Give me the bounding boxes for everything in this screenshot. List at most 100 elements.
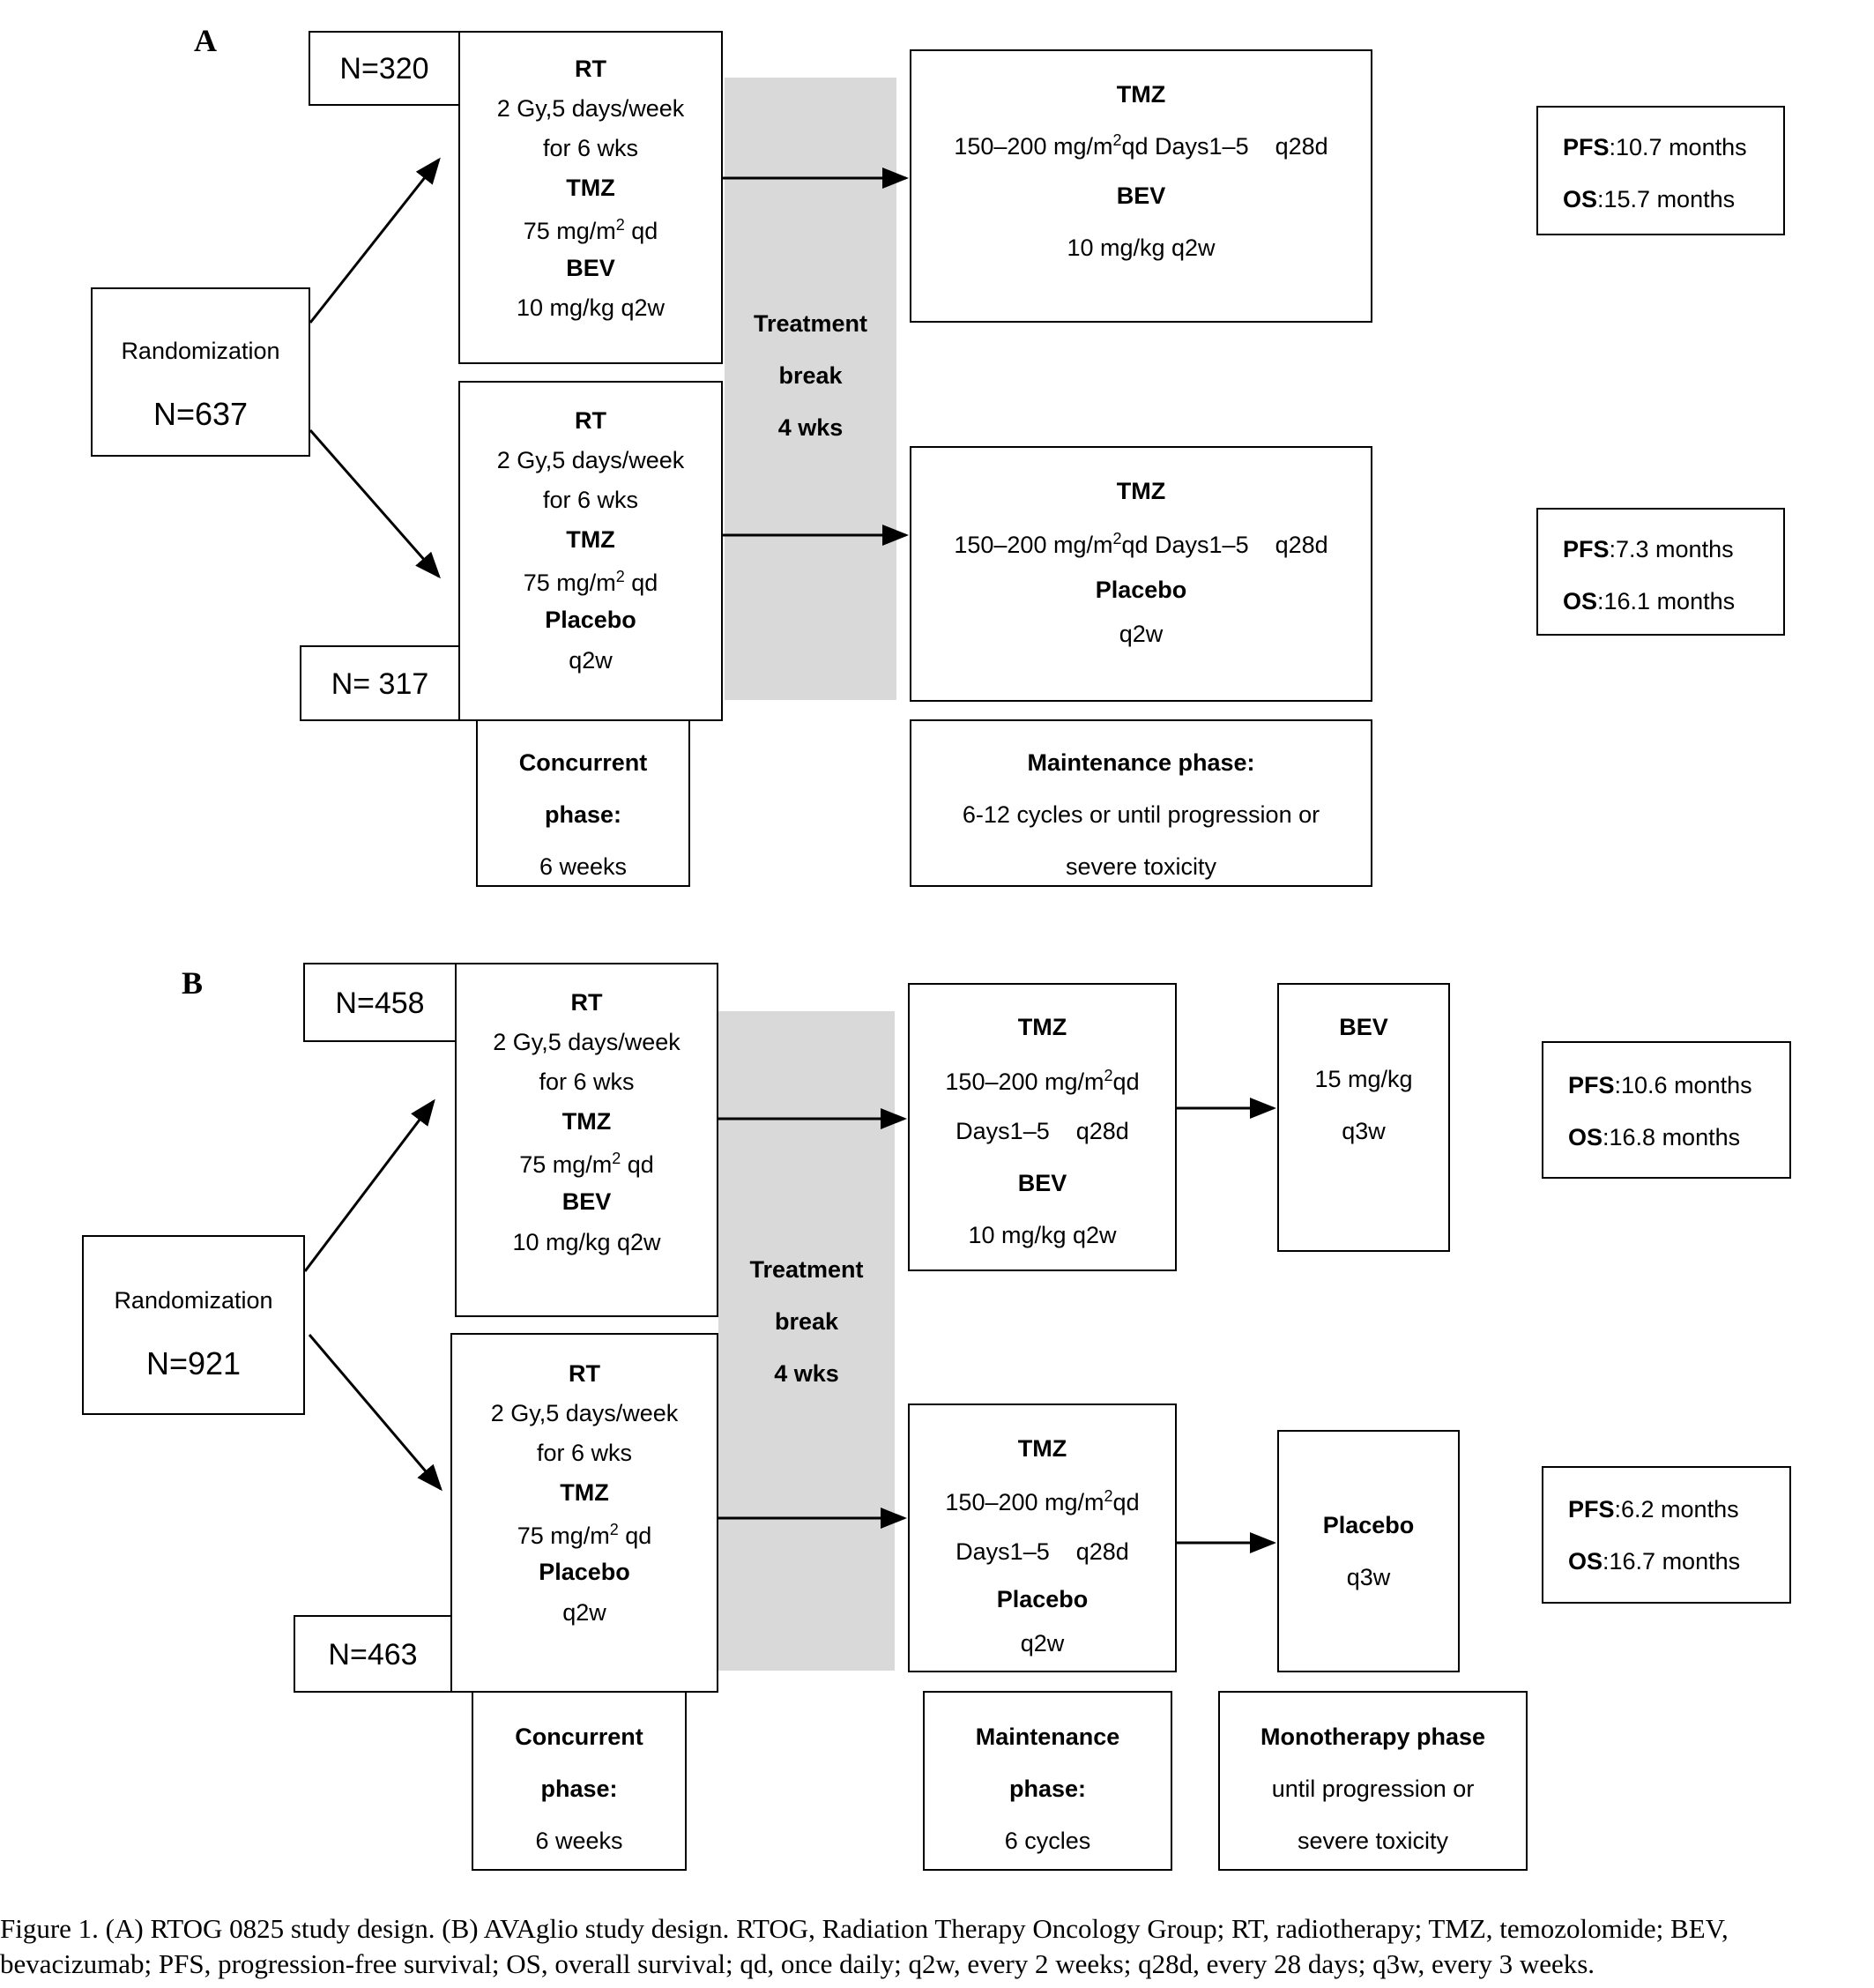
arm2-n: N= 317	[331, 667, 429, 701]
phase-detail: 6 weeks	[535, 1828, 623, 1854]
drug-dose: 10 mg/kg q2w	[516, 294, 666, 321]
tmz-dose: 150–200 mg/m2qd	[945, 1067, 1140, 1095]
rt-dose: 2 Gy,5 days/week	[493, 1029, 680, 1055]
drug-label: Placebo	[1095, 577, 1187, 603]
rt-label: RT	[575, 407, 606, 434]
phase-title: Monotherapy phase	[1260, 1724, 1486, 1750]
os-result: OS:16.8 months	[1568, 1124, 1741, 1150]
rt-label: RT	[570, 989, 603, 1016]
pfs-result: PFS:7.3 months	[1563, 536, 1734, 562]
os-result: OS:16.7 months	[1568, 1548, 1741, 1575]
pfs-result: PFS:10.7 months	[1563, 134, 1747, 160]
os-result: OS:15.7 months	[1563, 186, 1736, 212]
randomization-n: N=921	[145, 1345, 242, 1381]
arm1-n: N=320	[339, 52, 429, 86]
concurrent-placebo-box-b: RT 2 Gy,5 days/week for 6 wks TMZ 75 mg/…	[450, 1333, 718, 1693]
phase-mono-box-b: Monotherapy phase until progression or s…	[1218, 1691, 1528, 1871]
tmz-label: TMZ	[561, 1108, 612, 1135]
arrow-randomization-to-bev-arm-a	[309, 157, 441, 324]
arm1-n-box-b: N=458	[303, 963, 457, 1042]
rt-duration: for 6 wks	[542, 487, 639, 513]
drug-dose: q2w	[1020, 1630, 1065, 1657]
outcome-placebo-box-b: PFS:6.2 months OS:16.7 months	[1542, 1466, 1791, 1604]
phase-detail2: severe toxicity	[1297, 1828, 1449, 1854]
tmz-label: TMZ	[566, 526, 615, 553]
tmz-label: TMZ	[1116, 81, 1166, 108]
tmz-label: TMZ	[1017, 1435, 1067, 1462]
phase-detail: 6 weeks	[539, 853, 628, 880]
phase-title2: phase:	[1008, 1776, 1087, 1802]
rt-dose: 2 Gy,5 days/week	[496, 95, 685, 122]
phase-title: Concurrent	[515, 1724, 643, 1750]
phase-title: Concurrent	[518, 749, 648, 776]
rt-duration: for 6 wks	[539, 1068, 635, 1095]
outcome-bev-box-b: PFS:10.6 months OS:16.8 months	[1542, 1041, 1791, 1179]
mono-drug-label: BEV	[1339, 1014, 1388, 1040]
phase-detail2: severe toxicity	[1065, 853, 1217, 880]
phase-detail: until progression or	[1271, 1776, 1475, 1802]
tmz-dose: 150–200 mg/m2qd Days1–5 q28d	[954, 530, 1328, 558]
arm2-n: N=463	[328, 1638, 418, 1672]
drug-label: Placebo	[545, 607, 636, 633]
rt-label: RT	[575, 56, 606, 82]
treatment-break-band-a: Treatment break 4 wks	[725, 78, 896, 700]
drug-label: Placebo	[539, 1559, 630, 1585]
panel-a-label: A	[194, 23, 217, 58]
caption-line1: Figure 1. (A) RTOG 0825 study design. (B…	[0, 1913, 1729, 1944]
outcome-placebo-box-a: PFS:7.3 months OS:16.1 months	[1536, 508, 1785, 636]
tmz-dose: 75 mg/m2 qd	[523, 216, 658, 244]
pfs-result: PFS:6.2 months	[1568, 1496, 1739, 1523]
treatment-break-line3: 4 wks	[777, 414, 844, 441]
randomization-box-b: Randomization N=921	[82, 1235, 305, 1415]
drug-label: BEV	[1017, 1170, 1067, 1196]
caption-line2: bevacizumab; PFS, progression-free survi…	[0, 1948, 1595, 1979]
treatment-break-line2: break	[774, 1308, 839, 1335]
phase-maintenance-box-b: Maintenance phase: 6 cycles	[923, 1691, 1172, 1871]
tmz-days: Days1–5 q28d	[956, 1118, 1129, 1144]
drug-dose: 10 mg/kg q2w	[968, 1222, 1117, 1248]
treatment-break-line3: 4 wks	[774, 1360, 839, 1387]
treatment-break-line1: Treatment	[753, 310, 868, 337]
drug-label: Placebo	[996, 1586, 1089, 1612]
tmz-dose: 75 mg/m2 qd	[523, 568, 658, 596]
arm1-n: N=458	[335, 987, 425, 1020]
mono-drug-schedule: q3w	[1342, 1118, 1386, 1144]
phase-maintenance-box-a: Maintenance phase: 6-12 cycles or until …	[910, 719, 1372, 887]
os-result: OS:16.1 months	[1563, 588, 1736, 614]
tmz-label: TMZ	[1116, 478, 1166, 504]
tmz-days: Days1–5 q28d	[956, 1538, 1129, 1565]
tmz-label: TMZ	[560, 1479, 609, 1506]
drug-label: BEV	[561, 1188, 612, 1215]
rt-dose: 2 Gy,5 days/week	[496, 447, 685, 473]
treatment-break-band-b: Treatment break 4 wks	[718, 1011, 895, 1671]
tmz-dose: 150–200 mg/m2qd Days1–5 q28d	[954, 131, 1328, 160]
rt-duration: for 6 wks	[542, 135, 639, 161]
maintenance-placebo-box-b: TMZ 150–200 mg/m2qd Days1–5 q28d Placebo…	[908, 1404, 1177, 1672]
phase-concurrent-box-b: Concurrent phase: 6 weeks	[472, 1691, 687, 1871]
concurrent-bev-box-a: RT 2 Gy,5 days/week for 6 wks TMZ 75 mg/…	[458, 31, 723, 364]
drug-label: BEV	[566, 255, 615, 281]
drug-dose: q2w	[1119, 621, 1164, 647]
drug-dose: q2w	[562, 1599, 606, 1626]
drug-dose: q2w	[569, 647, 613, 674]
arrow-randomization-to-placebo-arm-a	[309, 429, 441, 579]
treatment-break-line2: break	[778, 362, 843, 389]
figure-caption: Figure 1. (A) RTOG 0825 study design. (B…	[0, 1911, 1874, 1982]
phase-title2: phase:	[540, 1776, 618, 1802]
randomization-label: Randomization	[114, 1287, 273, 1314]
drug-dose: 10 mg/kg q2w	[1067, 235, 1216, 261]
concurrent-placebo-box-a: RT 2 Gy,5 days/week for 6 wks TMZ 75 mg/…	[458, 381, 723, 721]
mono-drug-label: Placebo	[1322, 1512, 1415, 1538]
mono-placebo-box-b: Placebo q3w	[1277, 1430, 1460, 1672]
arrow-randomization-to-placebo-arm-b	[308, 1334, 442, 1492]
panel-b-label: B	[182, 965, 204, 1001]
phase-title: Maintenance phase:	[1027, 749, 1255, 776]
tmz-dose: 75 mg/m2 qd	[519, 1150, 654, 1178]
maintenance-placebo-box-a: TMZ 150–200 mg/m2qd Days1–5 q28d Placebo…	[910, 446, 1372, 702]
rt-label: RT	[569, 1360, 600, 1387]
drug-label: BEV	[1116, 182, 1166, 209]
phase-concurrent-box-a: Concurrent phase: 6 weeks	[476, 719, 690, 887]
mono-drug-schedule: q3w	[1346, 1564, 1391, 1590]
arm2-n-box-a: N= 317	[300, 645, 460, 721]
